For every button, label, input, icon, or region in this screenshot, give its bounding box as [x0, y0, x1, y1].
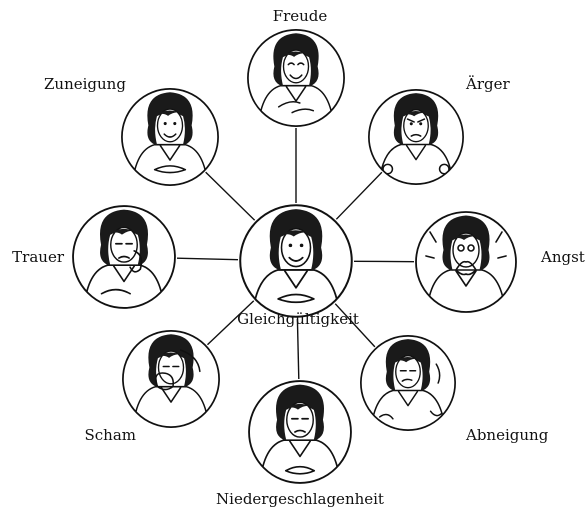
label-freude: Freude: [273, 9, 328, 24]
node-trauer: [71, 204, 177, 318]
label-trauer: Trauer: [12, 250, 64, 265]
spoke-trauer: [177, 258, 238, 260]
node-abneigung: [359, 334, 457, 440]
label-abneigung: Abneigung: [466, 428, 548, 443]
node-freude: [246, 28, 346, 136]
label-aerger: Ärger: [466, 77, 510, 92]
node-scham: [121, 329, 221, 437]
spoke-zuneigung: [206, 172, 255, 220]
node-zuneigung: [120, 87, 220, 195]
label-gleichgueltigkeit: Gleichgültigkeit: [237, 312, 359, 327]
label-scham: Scham: [84, 428, 136, 443]
emotion-nodes: [71, 28, 518, 493]
spoke-niedergeschlagenheit: [297, 319, 298, 379]
label-angst: Angst: [541, 250, 585, 265]
label-zuneigung: Zuneigung: [44, 77, 126, 92]
node-angst: [414, 210, 518, 322]
node-aerger: [367, 88, 465, 194]
spoke-aerger: [336, 172, 382, 219]
label-niedergeschlagenheit: Niedergeschlagenheit: [216, 492, 384, 507]
node-niedergeschlagenheit: [247, 379, 353, 493]
